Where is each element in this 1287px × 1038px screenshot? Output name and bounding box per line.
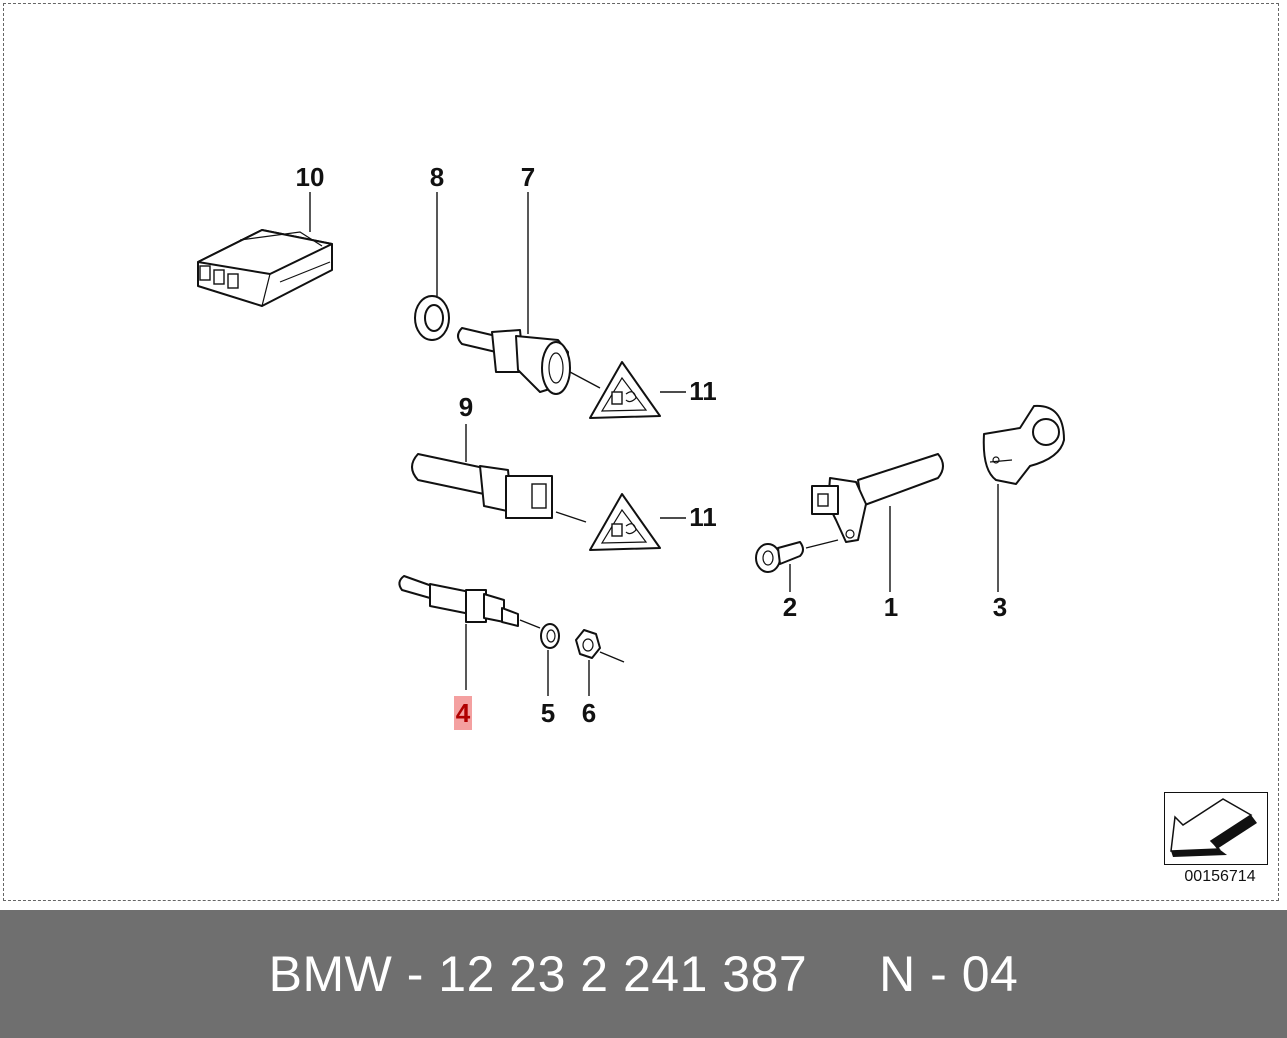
part-number-title: BMW - 12 23 2 241 387 N - 04 — [268, 946, 1019, 1002]
leader-1-to-2 — [805, 539, 839, 549]
callout-1[interactable]: 1 — [884, 592, 898, 622]
callout-3[interactable]: 3 — [993, 592, 1007, 622]
callout-4[interactable]: 4 — [456, 698, 471, 728]
callout-6[interactable]: 6 — [582, 698, 596, 728]
part-10-connector-block[interactable] — [197, 229, 333, 307]
leader-7-to-11 — [569, 371, 601, 389]
callout-11-b[interactable]: 11 — [689, 502, 717, 532]
part-4-sensor[interactable] — [398, 575, 519, 627]
part-5-washer[interactable] — [540, 623, 560, 649]
callout-11-a[interactable]: 11 — [689, 376, 717, 406]
part-1-pulse-generator[interactable] — [811, 453, 944, 543]
leader-4-to-5 — [519, 619, 541, 629]
footer-bar: BMW - 12 23 2 241 387 N - 04 — [0, 910, 1287, 1038]
part-9-sensor[interactable] — [411, 453, 553, 519]
callout-2[interactable]: 2 — [783, 592, 797, 622]
back-arrow-icon[interactable] — [1164, 792, 1268, 865]
callout-9[interactable]: 9 — [459, 392, 473, 422]
callout-5[interactable]: 5 — [541, 698, 555, 728]
leader-9-to-11 — [555, 511, 587, 523]
part-11-warning-label-b[interactable] — [589, 493, 661, 551]
part-8-sealing-ring[interactable] — [414, 295, 450, 341]
part-3-bracket[interactable] — [982, 404, 1065, 485]
parts-diagram: 10 8 7 11 9 11 1 2 3 4 5 6 — [197, 162, 1065, 730]
diagram-frame — [3, 3, 1279, 901]
callout-10[interactable]: 10 — [296, 162, 325, 192]
part-7-temperature-sensor[interactable] — [457, 327, 571, 395]
callout-7[interactable]: 7 — [521, 162, 535, 192]
callout-4-highlight — [454, 696, 472, 730]
image-number: 00156714 — [1184, 868, 1256, 885]
leader-6-axis — [599, 651, 625, 663]
part-11-warning-label-a[interactable] — [589, 361, 661, 419]
part-6-nut[interactable] — [575, 629, 601, 659]
callout-8[interactable]: 8 — [430, 162, 444, 192]
part-2-screw[interactable] — [755, 541, 804, 573]
